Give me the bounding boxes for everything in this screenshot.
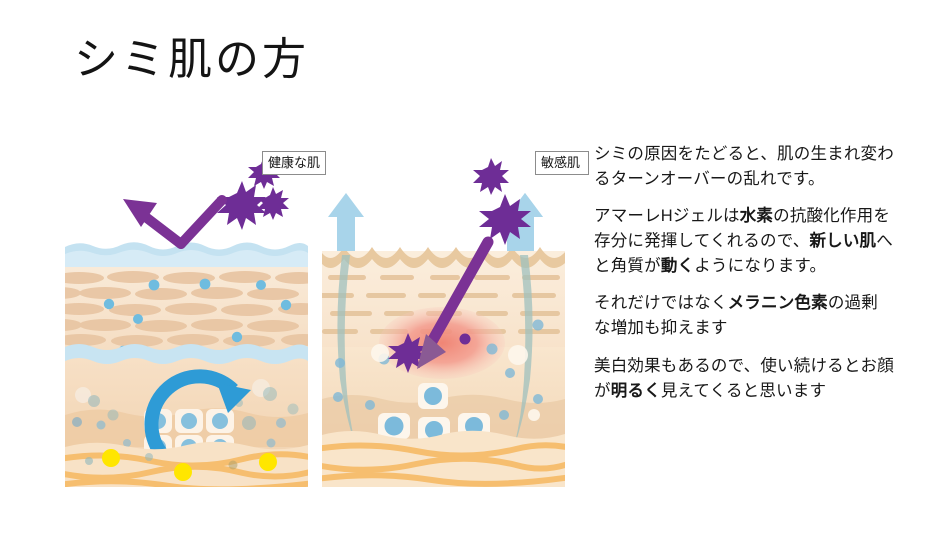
emphasis-run: 新しい肌 <box>809 232 877 251</box>
description-text-column: シミの原因をたどると、肌の生まれ変わるターンオーバーの乱れです。 アマーレHジェ… <box>594 142 894 404</box>
text-run: の過剰な増加も抑えます <box>594 294 878 338</box>
sensitive-collagen-layer <box>322 430 565 487</box>
sensitive-skin-illustration <box>322 147 565 487</box>
text-run: 見えてくると思います <box>660 381 827 400</box>
text-run: それだけではなく <box>594 294 728 313</box>
uv-particle-small-right <box>257 187 289 220</box>
text-run: 美白効果もあるので、使い続けるとお顔が <box>594 356 894 400</box>
sensitive-skin-svg <box>322 158 565 487</box>
moisture-escape-arrow-left <box>328 193 364 251</box>
collagen-highlight-group <box>85 449 277 481</box>
stratum-corneum-layer <box>65 267 308 357</box>
emphasis-run: 動く <box>660 257 695 276</box>
paragraph-3: それだけではなくメラニン色素の過剰な増加も抑えます <box>594 291 894 341</box>
text-run: アマーレHジェルは <box>594 207 740 226</box>
emphasis-run: 水素 <box>739 207 774 226</box>
uv-particle-small-sensitive <box>473 158 509 195</box>
sensitive-particle-group <box>333 319 544 421</box>
panel-label-sensitive: 敏感肌 <box>535 151 589 175</box>
text-run: の抗酸化作用を存分に発揮してくれるので、 <box>594 207 891 251</box>
uv-penetration-arrow <box>417 236 494 369</box>
paragraph-2: アマーレHジェルは水素の抗酸化作用を存分に発揮してくれるので、新しい肌へと角質が… <box>594 204 894 279</box>
text-run: ようになります。 <box>694 257 827 276</box>
moisture-loss-channel-group <box>337 255 533 447</box>
healthy-skin-illustration <box>65 147 308 487</box>
hydration-layer <box>65 242 308 273</box>
emphasis-run: 明るく <box>610 381 661 400</box>
uv-particle-large <box>217 181 266 230</box>
panel-label-healthy: 健康な肌 <box>261 151 326 175</box>
skin-diagram-figure: 健康な肌 <box>65 147 589 492</box>
moisture-bead-group <box>103 278 292 357</box>
damaged-barrier-layer <box>322 247 565 334</box>
uv-deflection-arrow <box>123 195 227 249</box>
paragraph-1: シミの原因をたどると、肌の生まれ変わるターンオーバーの乱れです。 <box>594 142 894 192</box>
paragraph-4: 美白効果もあるので、使い続けるとお顔が明るく見えてくると思います <box>594 354 894 404</box>
skin-panel-sensitive: 敏感肌 <box>322 147 589 487</box>
emphasis-run: メラニン色素 <box>727 294 828 313</box>
text-run: へと角質が <box>594 232 893 276</box>
uv-particle-group-sensitive <box>388 158 531 373</box>
collagen-fiber-layer <box>65 441 308 487</box>
healthy-skin-svg <box>65 156 308 487</box>
page-title: シミ肌の方 <box>74 35 309 84</box>
uv-particle-large-sensitive <box>479 194 531 245</box>
uv-particle-embedded <box>388 333 428 373</box>
melanin-dot <box>459 333 471 345</box>
text-run: シミの原因をたどると、肌の生まれ変わるターンオーバーの乱れです。 <box>594 145 894 189</box>
skin-panel-healthy: 健康な肌 <box>65 147 326 487</box>
